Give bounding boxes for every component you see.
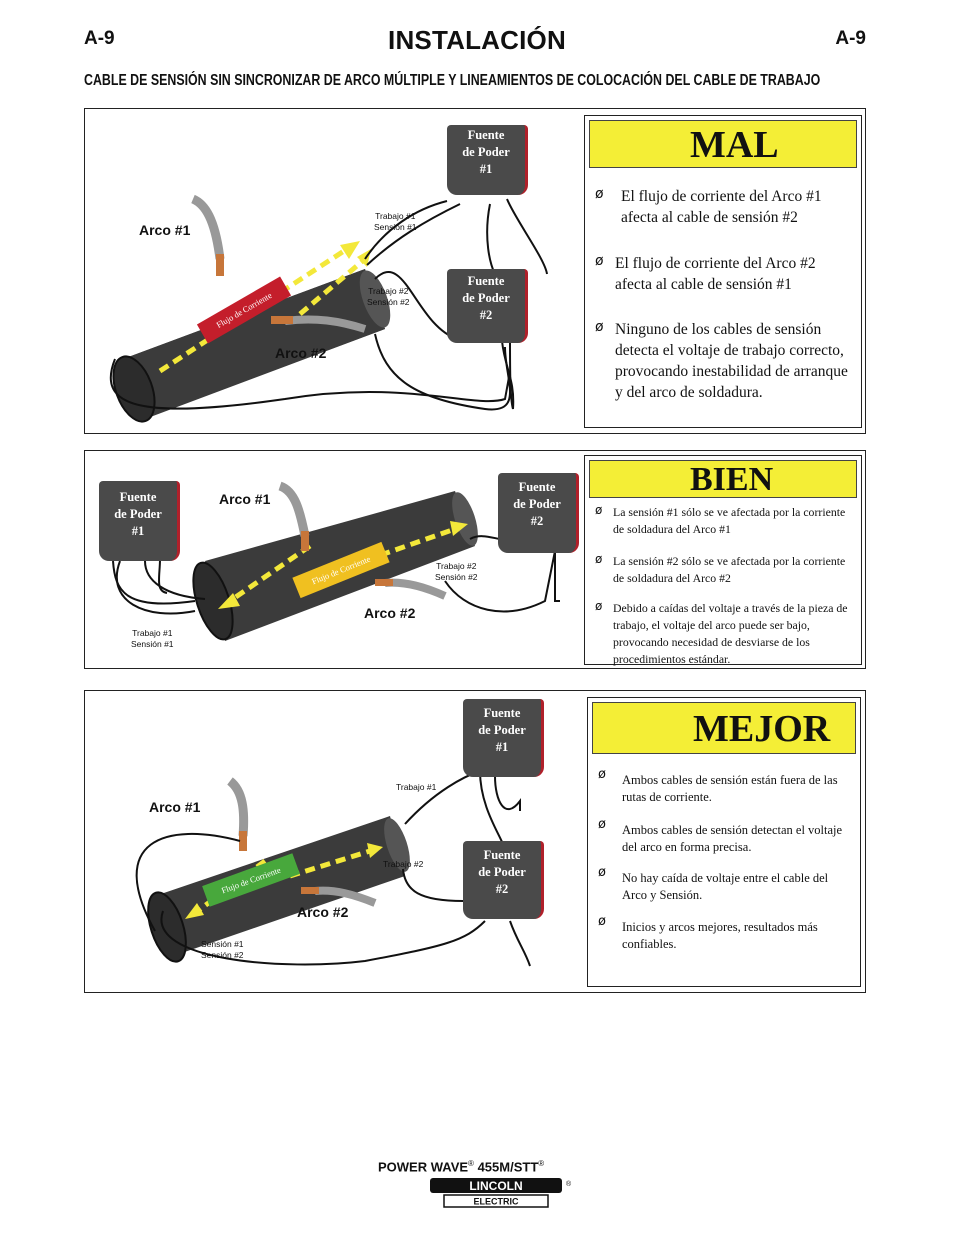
- svg-text:LINCOLN: LINCOLN: [469, 1179, 522, 1193]
- bien-power-source-1-label: Fuente de Poder #1: [114, 490, 162, 538]
- mal-current-arrows: [158, 241, 371, 374]
- mejor-current-arrows: [185, 843, 383, 919]
- mejor-power-source-1: Fuente de Poder #1: [463, 699, 544, 777]
- mejor-arc1-label: Arco #1: [149, 799, 201, 815]
- mejor-sense-label: Sensión #1 Sensión #2: [201, 939, 244, 960]
- mal-arc1-label: Arco #1: [139, 222, 191, 238]
- mejor-power-source-2-label: Fuente de Poder #2: [478, 848, 526, 896]
- page-number-left: A-9: [84, 28, 115, 49]
- footer-model-name: POWER WAVE® 455M/STT®: [378, 1159, 545, 1175]
- mal-verdict-box: MAL ø El flujo de corriente del Arco #1 …: [584, 115, 862, 428]
- mejor-pipe: [147, 816, 410, 963]
- bien-arc2-label: Arco #2: [364, 605, 416, 621]
- mejor-power-source-1-label: Fuente de Poder #1: [478, 706, 526, 754]
- mal-power-source-2: Fuente de Poder #2: [447, 269, 528, 343]
- bien-bullet-3: ø Debido a caídas del voltaje a través d…: [595, 599, 848, 666]
- mejor-trabajo1-label: Trabajo #1: [396, 782, 437, 792]
- page-number-right: A-9: [835, 28, 866, 49]
- mejor-arc2-label: Arco #2: [297, 904, 349, 920]
- mal-power-source-1-label: Fuente de Poder #1: [462, 128, 510, 176]
- mejor-verdict-box: MEJOR ø Ambos cables de sensión están fu…: [587, 697, 861, 987]
- mal-verdict-banner: MAL: [589, 120, 857, 168]
- page-title: INSTALACIÓN: [388, 25, 566, 55]
- mal-cable-label-2: Trabajo #2 Sensión #2: [367, 286, 410, 307]
- bien-cable-label-1: Trabajo #1 Sensión #1: [131, 628, 174, 649]
- mal-power-source-1: Fuente de Poder #1: [447, 125, 528, 195]
- bien-torch-1: [278, 481, 310, 551]
- bien-verdict-box: BIEN ø La sensión #1 sólo se ve afectada…: [584, 455, 862, 666]
- mejor-bullet-2: ø Ambos cables de sensión detectan el vo…: [598, 817, 843, 854]
- bien-cable-label-2: Trabajo #2 Sensión #2: [435, 561, 478, 582]
- bien-torch-2: [375, 578, 447, 600]
- mal-diagram: [109, 194, 548, 423]
- bien-cables: [112, 535, 560, 615]
- mal-arc2-label: Arco #2: [275, 345, 327, 361]
- mal-bullet-3: ø Ninguno de los cables de sensión detec…: [595, 319, 848, 401]
- bien-power-source-2-label: Fuente de Poder #2: [513, 480, 561, 528]
- mal-cable-label-1: Trabajo #1 Sensión #1: [374, 211, 417, 232]
- bien-bullet-2: ø La sensión #2 sólo se ve afectada por …: [595, 552, 846, 585]
- bien-power-source-2: Fuente de Poder #2: [498, 473, 579, 553]
- mejor-bullet-4: ø Inicios y arcos mejores, resultados má…: [598, 914, 818, 951]
- mejor-bullet-1: ø Ambos cables de sensión están fuera de…: [598, 767, 838, 804]
- bien-bullet-1: ø La sensión #1 sólo se ve afectada por …: [595, 503, 846, 536]
- bien-power-source-1: Fuente de Poder #1: [99, 481, 180, 561]
- svg-text:®: ®: [566, 1180, 572, 1188]
- mejor-torch-1: [226, 777, 249, 851]
- mejor-power-source-2: Fuente de Poder #2: [463, 841, 544, 919]
- panel-bien: Fuente de Poder #1 Fuente de Poder #2 Ar…: [84, 450, 866, 669]
- mejor-verdict-banner: MEJOR: [592, 702, 856, 754]
- bien-arc1-label: Arco #1: [219, 491, 271, 507]
- mejor-trabajo2-label: Trabajo #2: [383, 859, 424, 869]
- section-subtitle: CABLE DE SENSIÓN SIN SINCRONIZAR DE ARCO…: [84, 72, 821, 89]
- panel-mejor: Fuente de Poder #1 Fuente de Poder #2 Ar…: [84, 690, 866, 993]
- mal-bullet-2: ø El flujo de corriente del Arco #2 afec…: [595, 253, 816, 293]
- mal-torch-2: [271, 315, 367, 333]
- mal-power-source-2-label: Fuente de Poder #2: [462, 274, 510, 322]
- mal-torch-1: [190, 194, 225, 276]
- mal-cables: [109, 198, 548, 411]
- mejor-bullet-3: ø No hay caída de voltaje entre el cable…: [598, 865, 829, 902]
- mal-bullet-1: ø El flujo de corriente del Arco #1 afec…: [595, 186, 822, 226]
- svg-text:ELECTRIC: ELECTRIC: [474, 1197, 520, 1207]
- lincoln-electric-logo: LINCOLN ® ELECTRIC: [430, 1176, 572, 1210]
- panel-mal: Fuente de Poder #1 Fuente de Poder #2 Ar…: [84, 108, 866, 434]
- bien-verdict-banner: BIEN: [589, 460, 857, 498]
- mejor-torch-2: [301, 886, 377, 907]
- mejor-diagram: [135, 770, 531, 967]
